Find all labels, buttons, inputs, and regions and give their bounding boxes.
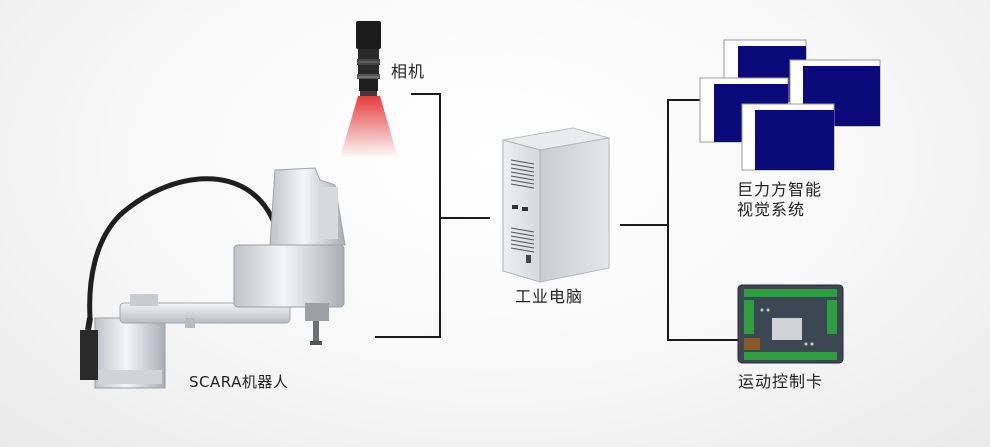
motion-control-card-icon — [737, 284, 844, 364]
camera-label: 相机 — [391, 62, 426, 81]
vision-label: 巨力方智能 视觉系统 — [737, 180, 822, 220]
motion-card-label: 运动控制卡 — [738, 372, 824, 391]
camera-icon — [340, 21, 398, 158]
industrial-pc-icon — [502, 127, 610, 283]
vision-label-line-2: 视觉系统 — [737, 200, 806, 219]
scara-robot-icon — [80, 167, 346, 389]
vision-label-line-1: 巨力方智能 — [737, 180, 823, 199]
connector-camera-robot-bus — [375, 93, 441, 338]
pc-label: 工业电脑 — [515, 287, 584, 306]
connectors — [375, 93, 738, 341]
software-window — [741, 103, 835, 171]
camera-beam — [340, 96, 398, 158]
vision-software-icon — [699, 39, 881, 171]
robot-label: SCARA机器人 — [189, 373, 289, 391]
connector-hub-to-vision — [667, 99, 738, 341]
